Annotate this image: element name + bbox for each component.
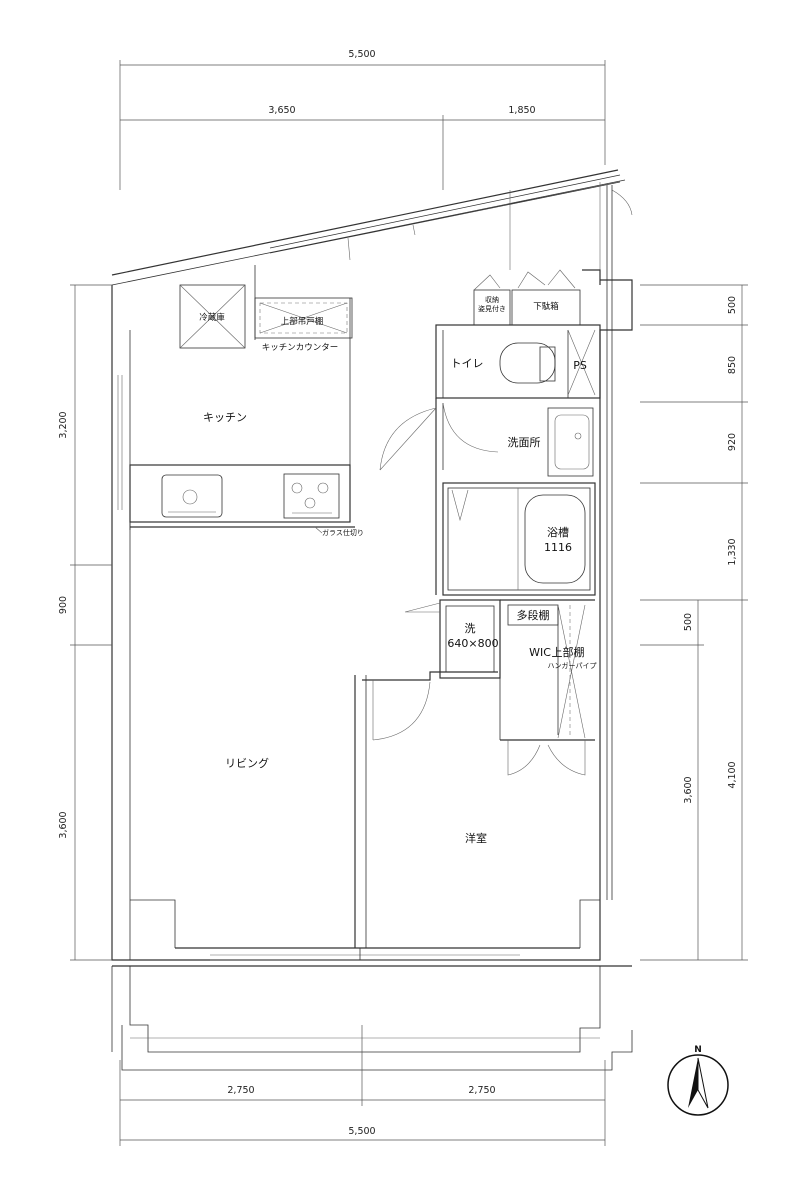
- dim-bottom-total: 5,500: [348, 1126, 375, 1137]
- kitchen-label: キッチン: [203, 411, 247, 424]
- bottom-dimensions: 2,750 2,750 5,500: [119, 1025, 606, 1146]
- north-arrow-icon: [688, 1058, 698, 1108]
- washroom-label: 洗面所: [508, 436, 541, 449]
- ps-label: PS: [573, 359, 587, 372]
- lower-balcony: [111, 966, 633, 1071]
- fridge-label: 冷蔵庫: [199, 312, 225, 323]
- multi-shelf-label: 多段棚: [517, 608, 550, 622]
- compass-circle: [667, 1054, 729, 1116]
- dim-right-total: 4,100: [727, 761, 738, 788]
- dim-bottom-right: 2,750: [468, 1085, 495, 1096]
- western-room-label: 洋室: [465, 831, 487, 845]
- balcony: [111, 169, 633, 900]
- bathtub-size-label: 1116: [544, 541, 572, 554]
- dim-top-total: 5,500: [348, 49, 375, 60]
- partitions: [354, 671, 498, 948]
- bathroom-area: 浴槽 1116: [442, 482, 596, 596]
- storage-label-line2: 姿見付き: [478, 304, 506, 313]
- wic-upper-shelf-label: 上部棚: [552, 645, 585, 659]
- compass-north-label: N: [694, 1045, 702, 1055]
- compass: N: [667, 1045, 729, 1116]
- dim-top-left: 3,650: [268, 105, 295, 116]
- glass-partition-label: ガラス仕切り: [322, 528, 364, 537]
- right-dimensions: 500 850 920 1,330 500 3,600 4,100: [640, 284, 748, 961]
- upper-cabinet-label: 上部吊戸棚: [281, 316, 324, 327]
- dim-right-6: 3,600: [683, 776, 694, 803]
- top-dimensions: 5,500 3,650 1,850: [119, 49, 606, 190]
- dim-right-5: 500: [683, 613, 694, 631]
- washroom-area: 洗面所: [379, 398, 594, 595]
- toilet-area: トイレ PS: [435, 324, 601, 399]
- dim-left-top: 3,200: [58, 411, 69, 438]
- dim-bottom-left: 2,750: [227, 1085, 254, 1096]
- entry-area: 収納 姿見付き 下駄箱: [473, 269, 601, 326]
- hanger-pipe-label: ハンガーパイプ: [548, 661, 597, 670]
- bathtub-label: 浴槽: [547, 526, 569, 539]
- dim-right-3: 920: [727, 433, 738, 451]
- storage-label-line1: 収納: [485, 295, 499, 304]
- dim-top-right: 1,850: [508, 105, 535, 116]
- outer-walls: [111, 279, 633, 967]
- dim-right-1: 500: [727, 296, 738, 314]
- washer-size-label: 640×800: [447, 637, 498, 650]
- dim-right-2: 850: [727, 356, 738, 374]
- living-label: リビング: [225, 756, 269, 770]
- washer-label: 洗: [465, 622, 476, 635]
- washer-wic-area: 洗 640×800 多段棚 WIC 上部棚 ハンガーパイプ: [404, 599, 597, 776]
- toilet-label: トイレ: [451, 357, 484, 370]
- shoe-box-label: 下駄箱: [533, 301, 559, 312]
- dim-right-4: 1,330: [727, 538, 738, 565]
- dim-left-bottom: 3,600: [58, 811, 69, 838]
- dim-left-middle: 900: [58, 596, 69, 614]
- kitchen-counter-label: キッチンカウンター: [262, 343, 339, 353]
- wic-label: WIC: [529, 646, 551, 659]
- left-dimensions: 3,200 900 3,600: [58, 284, 112, 961]
- kitchen-area: 冷蔵庫 上部吊戸棚 キッチンカウンター キッチン ガラス仕切り: [129, 265, 364, 537]
